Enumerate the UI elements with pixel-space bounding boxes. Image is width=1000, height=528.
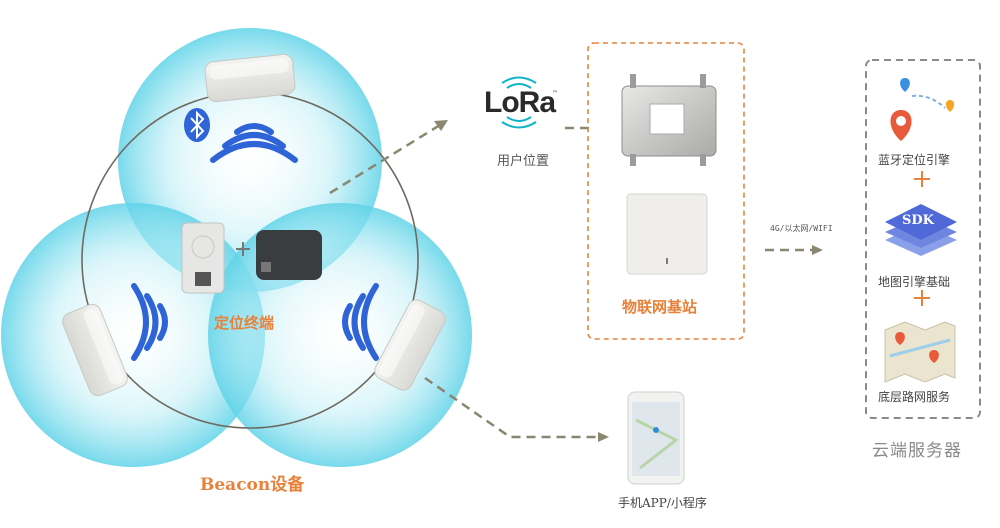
arrowhead-app: [598, 432, 609, 442]
sdk-layers-icon: [885, 204, 957, 256]
network-link-label: 4G/以太网/WIFI: [770, 224, 833, 233]
bluetooth-icon: [184, 108, 210, 142]
location-pin-icon-cloud: [890, 78, 955, 141]
plus-icon-cloud-1: [914, 171, 930, 187]
beacon-device-left: [62, 303, 128, 397]
lora-gateway-device: [621, 74, 717, 166]
wifi-signal-icon-top: [210, 123, 298, 163]
beacon-device-right: [374, 299, 446, 391]
ble-base-station-device: [626, 193, 708, 275]
positioning-terminal: [181, 222, 322, 294]
plus-icon: [236, 242, 250, 256]
wifi-signal-icon-left: [131, 283, 168, 361]
arrow-beacon-to-app: [424, 376, 600, 439]
mobile-phone-device: [627, 391, 685, 485]
terminal-tag-device: [256, 230, 322, 280]
arrowhead-lora: [434, 120, 448, 131]
user-position-label: 用户位置: [497, 154, 550, 169]
plus-icon-cloud-2: [914, 290, 930, 306]
map-icon: [884, 321, 956, 383]
cloud-engine-label: 蓝牙定位引擎: [878, 153, 951, 167]
cloud-road-label: 底层路网服务: [878, 390, 951, 404]
cloud-server-frame: [865, 59, 981, 419]
location-pin-icon: [653, 427, 659, 433]
cloud-map-label: 地图引擎基础: [878, 275, 951, 289]
lora-signal-icon: [501, 76, 537, 129]
terminal-label: 定位终端: [214, 314, 275, 332]
wifi-signal-icon-right: [342, 283, 379, 361]
base-station-label: 物联网基站: [622, 298, 698, 316]
cloud-server-label: 云端服务器: [872, 441, 962, 461]
beacon-label: Beacon设备: [200, 475, 305, 495]
dashed-connectors: [329, 123, 815, 439]
arrowhead-cloud: [812, 245, 823, 255]
sdk-logo-text: SDK: [902, 213, 934, 228]
arrow-terminal-to-lora: [329, 123, 441, 195]
beacon-device-top: [204, 53, 296, 103]
lora-logo-text: LoRa: [484, 86, 556, 119]
base-station-frame: [587, 42, 745, 340]
mobile-app-label: 手机APP/小程序: [618, 496, 707, 510]
lora-trademark: ™: [552, 90, 558, 97]
